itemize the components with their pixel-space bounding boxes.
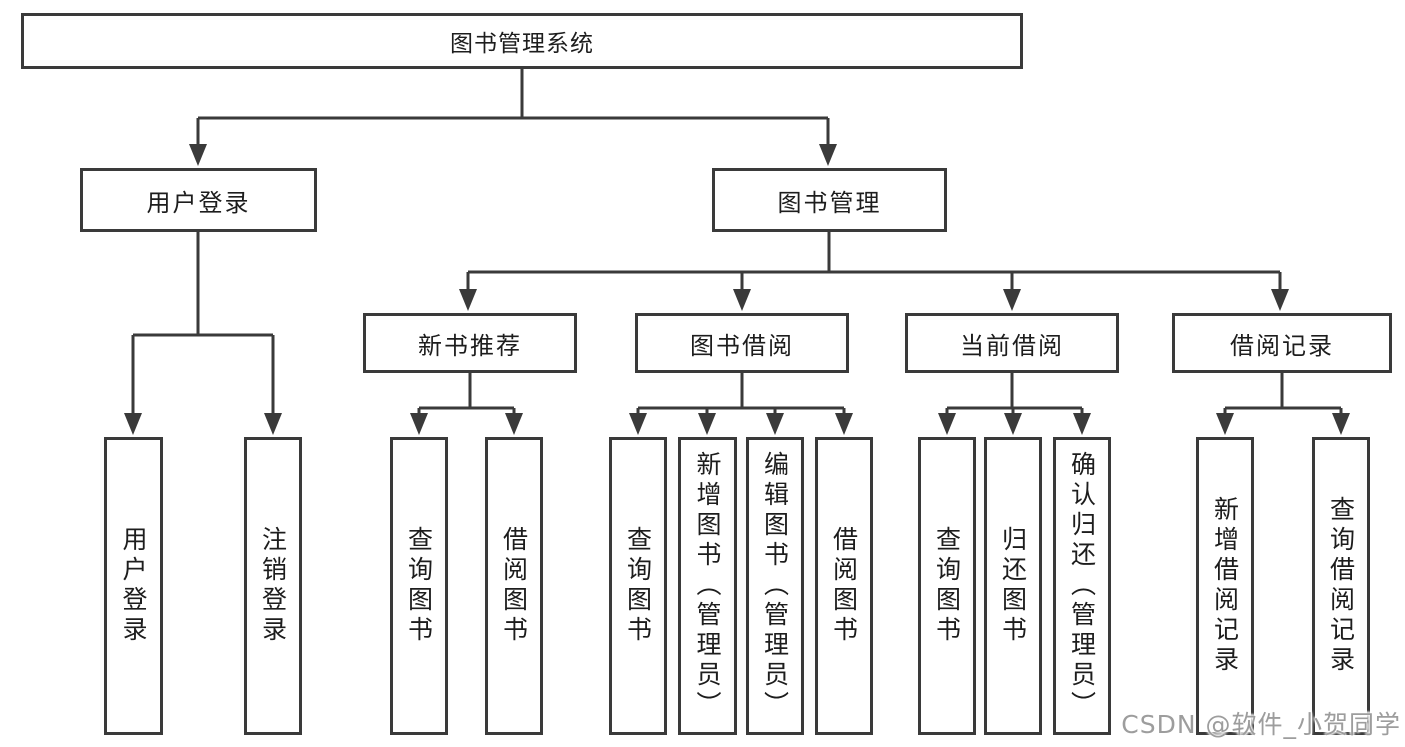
- node-label: 归还图书: [998, 526, 1028, 646]
- node-label: 新增图书（管理员）: [693, 451, 722, 721]
- node-user-login: 用户登录: [80, 168, 317, 232]
- node-label: 查询图书: [932, 526, 962, 646]
- node-label: 当前借阅: [960, 331, 1064, 360]
- node-leaf-borrow-books-borrowing: 借阅图书: [815, 437, 873, 735]
- node-leaf-query-borrow-record: 查询借阅记录: [1312, 437, 1370, 735]
- node-leaf-add-book-admin: 新增图书（管理员）: [678, 437, 737, 735]
- node-library-management-system: 图书管理系统: [21, 13, 1023, 69]
- node-leaf-user-login: 用户登录: [104, 437, 163, 735]
- node-label: 图书借阅: [690, 331, 794, 360]
- node-book-borrowing: 图书借阅: [635, 313, 849, 373]
- node-leaf-query-books-borrowing: 查询图书: [609, 437, 667, 735]
- node-current-borrowing: 当前借阅: [905, 313, 1119, 373]
- node-leaf-add-borrow-record: 新增借阅记录: [1196, 437, 1254, 735]
- node-label: 用户登录: [146, 188, 251, 217]
- node-borrowing-records: 借阅记录: [1172, 313, 1392, 373]
- node-label: 查询图书: [404, 526, 434, 646]
- node-label: 新增借阅记录: [1210, 496, 1240, 676]
- node-leaf-logout: 注销登录: [244, 437, 302, 735]
- node-leaf-query-books-current: 查询图书: [918, 437, 976, 735]
- node-label: 图书管理: [777, 188, 882, 217]
- node-label: 编辑图书（管理员）: [760, 451, 790, 721]
- node-label: 用户登录: [119, 526, 148, 646]
- node-leaf-return-books: 归还图书: [984, 437, 1042, 735]
- watermark: CSDN @软件_小贺同学: [1121, 710, 1401, 739]
- node-leaf-edit-book-admin: 编辑图书（管理员）: [746, 437, 804, 735]
- node-label: 借阅图书: [499, 526, 529, 646]
- node-label: 借阅图书: [829, 526, 859, 646]
- node-leaf-confirm-return-admin: 确认归还（管理员）: [1053, 437, 1111, 735]
- node-leaf-borrow-books-recommend: 借阅图书: [485, 437, 543, 735]
- node-label: 新书推荐: [418, 331, 522, 360]
- node-book-management: 图书管理: [712, 168, 947, 232]
- node-label: 借阅记录: [1230, 331, 1334, 360]
- node-leaf-query-books-recommend: 查询图书: [390, 437, 448, 735]
- node-label: 注销登录: [258, 526, 288, 646]
- node-label: 图书管理系统: [450, 31, 594, 57]
- node-new-book-recommendation: 新书推荐: [363, 313, 577, 373]
- node-label: 确认归还（管理员）: [1067, 451, 1097, 721]
- node-label: 查询借阅记录: [1326, 496, 1356, 676]
- node-label: 查询图书: [623, 526, 653, 646]
